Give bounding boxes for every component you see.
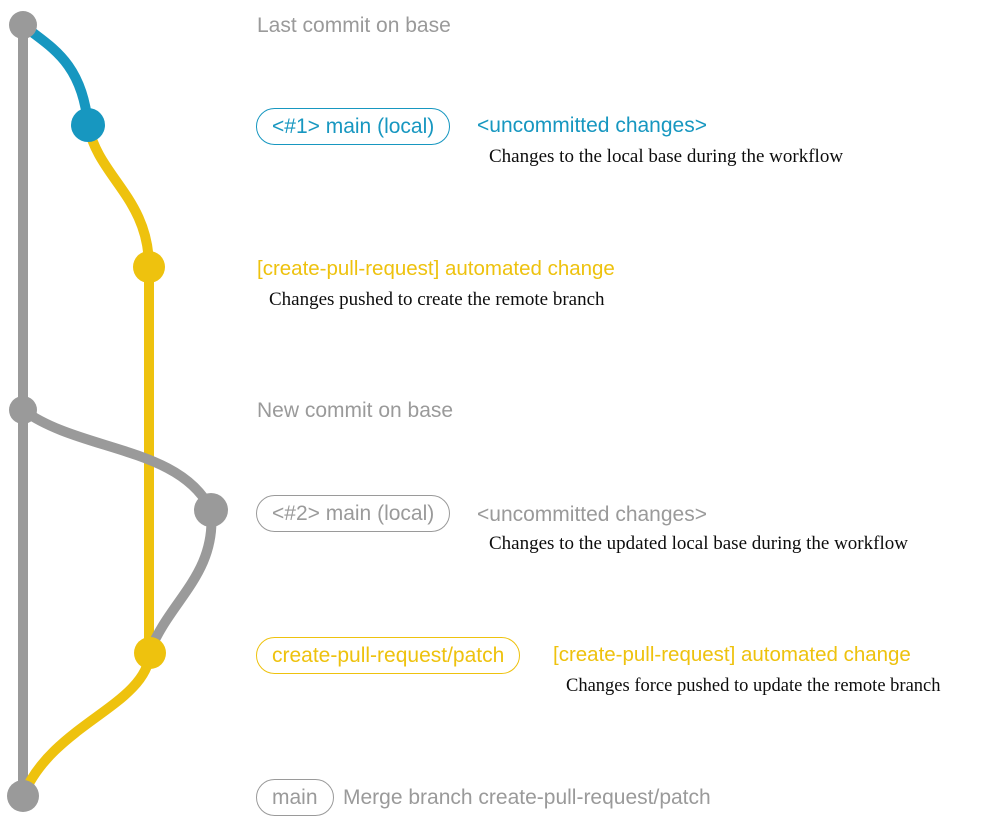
commit-title-automated-change-2: [create-pull-request] automated change bbox=[553, 643, 911, 666]
commit-node-base-2 bbox=[9, 396, 37, 424]
branch-badge-main: main bbox=[256, 779, 334, 816]
branch-badge-main-local-1: <#1> main (local) bbox=[256, 108, 451, 145]
heading-new-commit: New commit on base bbox=[257, 399, 454, 422]
commit-node-merge bbox=[7, 780, 39, 812]
commit-node-local-1 bbox=[71, 108, 105, 142]
commit-graph bbox=[7, 11, 228, 812]
description-local-2: Changes to the updated local base during… bbox=[489, 533, 908, 554]
edge-local1-to-patch1 bbox=[83, 120, 154, 272]
edge-local2-to-patch2 bbox=[145, 505, 217, 656]
commit-node-patch-2 bbox=[134, 637, 166, 669]
status-uncommitted-changes-1: <uncommitted changes> bbox=[477, 114, 707, 137]
commit-node-local-2 bbox=[194, 493, 228, 527]
description-local-1: Changes to the local base during the wor… bbox=[489, 146, 844, 167]
edge-patch2-to-merge bbox=[18, 648, 155, 801]
commit-node-base-1 bbox=[9, 11, 37, 39]
merge-commit-message: Merge branch create-pull-request/patch bbox=[343, 786, 711, 809]
branch-badge-main-local-2: <#2> main (local) bbox=[256, 495, 451, 532]
heading-last-commit: Last commit on base bbox=[257, 14, 451, 37]
commit-title-automated-change-1: [create-pull-request] automated change bbox=[257, 257, 615, 280]
edge-base-to-local1 bbox=[18, 20, 93, 130]
edge-base2-to-local2 bbox=[18, 405, 216, 515]
status-uncommitted-changes-2: <uncommitted changes> bbox=[477, 503, 707, 526]
description-push-1: Changes pushed to create the remote bran… bbox=[269, 289, 605, 310]
description-push-2: Changes force pushed to update the remot… bbox=[566, 676, 941, 696]
branch-badge-patch: create-pull-request/patch bbox=[256, 637, 521, 674]
commit-node-patch-1 bbox=[133, 251, 165, 283]
